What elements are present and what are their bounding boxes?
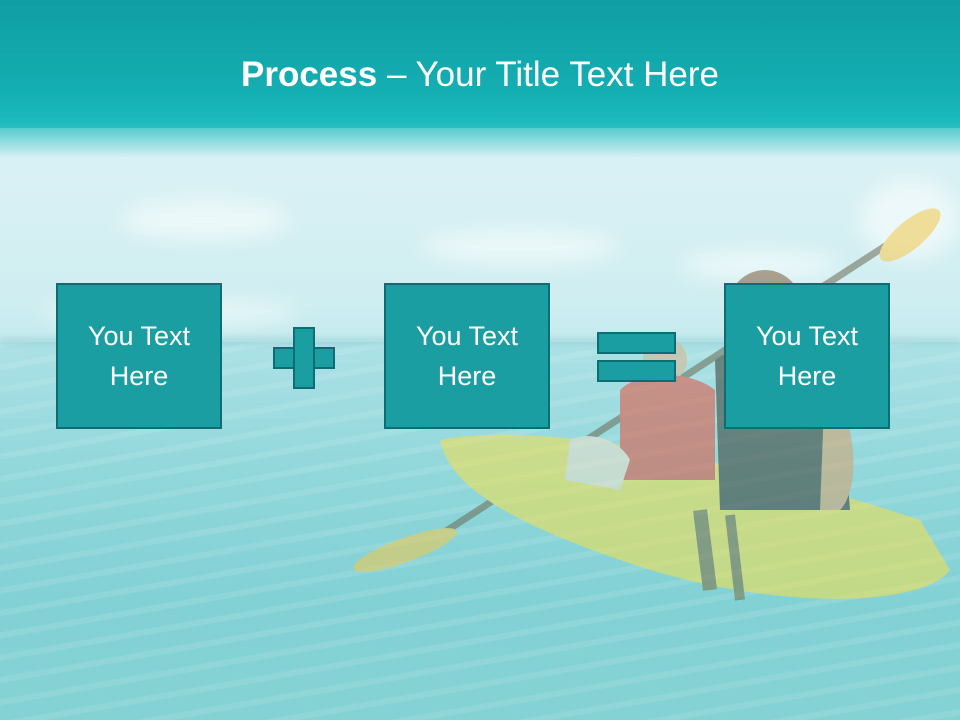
equals-icon [597,332,676,354]
cloud [120,200,290,240]
cloud [420,230,620,264]
title-rest: – Your Title Text Here [377,55,719,94]
title-bold: Process [241,55,378,94]
plus-icon [273,327,335,389]
process-box-2-text: You Text Here [415,321,519,391]
slide-title[interactable]: Process – Your Title Text Here [0,54,960,96]
process-box-1-text: You Text Here [87,321,191,391]
header-band [0,0,960,128]
equals-icon-bar [597,360,676,382]
process-box-1[interactable]: You Text Here [56,283,222,429]
process-box-3[interactable]: You Text Here [724,283,890,429]
process-box-2[interactable]: You Text Here [384,283,550,429]
process-box-3-text: You Text Here [755,321,859,391]
